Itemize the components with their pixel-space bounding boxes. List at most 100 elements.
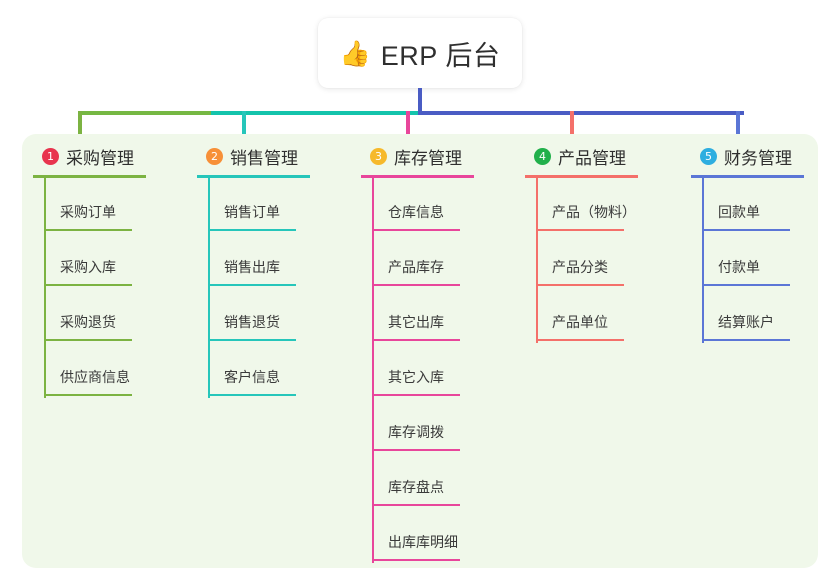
list-item[interactable]: 客户信息 <box>197 343 310 398</box>
list-item[interactable]: 库存盘点 <box>361 453 474 508</box>
branch-spine-connector <box>536 178 538 343</box>
list-item-label: 采购入库 <box>60 259 116 275</box>
bus-segment-right <box>418 111 744 115</box>
list-item-underline <box>372 449 460 451</box>
list-item[interactable]: 产品库存 <box>361 233 474 288</box>
list-item[interactable]: 回款单 <box>691 178 804 233</box>
list-item-underline <box>44 229 132 231</box>
list-item-label: 产品分类 <box>552 259 608 275</box>
list-item-label: 结算账户 <box>718 314 774 330</box>
bus-segment-left <box>78 111 213 115</box>
list-item-underline <box>208 339 296 341</box>
list-item-underline <box>536 339 624 341</box>
branch-spine-connector <box>44 178 46 398</box>
branch-underline <box>197 175 310 178</box>
list-item[interactable]: 销售订单 <box>197 178 310 233</box>
list-item[interactable]: 销售出库 <box>197 233 310 288</box>
list-item[interactable]: 仓库信息 <box>361 178 474 233</box>
list-item-label: 客户信息 <box>224 369 280 385</box>
branch-drop-connector <box>78 111 82 143</box>
branch-item-list: 销售订单销售出库销售退货客户信息 <box>197 178 310 398</box>
list-item-underline <box>208 229 296 231</box>
list-item-label: 采购订单 <box>60 204 116 220</box>
list-item-label: 产品（物料） <box>552 204 636 220</box>
list-item[interactable]: 采购入库 <box>33 233 146 288</box>
list-item-underline <box>44 284 132 286</box>
branch-title: 销售管理 <box>230 148 298 168</box>
list-item[interactable]: 销售退货 <box>197 288 310 343</box>
branch-header-4[interactable]: 4 产品管理 <box>525 143 638 169</box>
list-item-label: 库存调拨 <box>388 424 444 440</box>
list-item-underline <box>372 394 460 396</box>
list-item[interactable]: 供应商信息 <box>33 343 146 398</box>
branch-spine-connector <box>702 178 704 343</box>
list-item[interactable]: 付款单 <box>691 233 804 288</box>
branch-spine-connector <box>372 178 374 563</box>
branch-title: 产品管理 <box>558 148 626 168</box>
list-item-underline <box>44 339 132 341</box>
bus-segment-middle <box>211 111 420 115</box>
list-item-label: 付款单 <box>718 259 760 275</box>
list-item[interactable]: 产品分类 <box>525 233 638 288</box>
list-item-underline <box>702 339 790 341</box>
branch-column-3: 3 库存管理仓库信息产品库存其它出库其它入库库存调拨库存盘点出库库明细 <box>361 143 474 563</box>
list-item[interactable]: 产品单位 <box>525 288 638 343</box>
list-item-label: 回款单 <box>718 204 760 220</box>
list-item-label: 销售订单 <box>224 204 280 220</box>
list-item-underline <box>702 284 790 286</box>
list-item-label: 其它出库 <box>388 314 444 330</box>
list-item-label: 供应商信息 <box>60 369 130 385</box>
branch-number-badge: 1 <box>42 147 59 165</box>
list-item[interactable]: 其它入库 <box>361 343 474 398</box>
branch-title: 库存管理 <box>394 148 462 168</box>
diagram-panel <box>22 134 818 568</box>
branch-number-badge: 4 <box>534 147 551 165</box>
list-item-underline <box>372 284 460 286</box>
list-item[interactable]: 采购订单 <box>33 178 146 233</box>
list-item[interactable]: 采购退货 <box>33 288 146 343</box>
list-item-label: 销售退货 <box>224 314 280 330</box>
root-stem-connector <box>418 88 422 113</box>
branch-drop-connector <box>406 111 410 143</box>
list-item-underline <box>372 559 460 561</box>
list-item[interactable]: 出库库明细 <box>361 508 474 563</box>
list-item-underline <box>208 284 296 286</box>
branch-number-badge: 3 <box>370 147 387 165</box>
list-item-label: 其它入库 <box>388 369 444 385</box>
branch-drop-connector <box>570 111 574 143</box>
list-item-underline <box>372 504 460 506</box>
list-item-label: 库存盘点 <box>388 479 444 495</box>
branch-column-5: 5 财务管理回款单付款单结算账户 <box>691 143 804 343</box>
branch-column-4: 4 产品管理产品（物料） 产品分类产品单位 <box>525 143 638 343</box>
branch-header-3[interactable]: 3 库存管理 <box>361 143 474 169</box>
root-node[interactable]: 👍 ERP 后台 <box>318 18 522 88</box>
list-item-underline <box>536 284 624 286</box>
list-item[interactable]: 产品（物料） <box>525 178 638 233</box>
branch-underline <box>361 175 474 178</box>
branch-drop-connector <box>736 111 740 143</box>
list-item-underline <box>372 229 460 231</box>
branch-underline <box>691 175 804 178</box>
branch-header-5[interactable]: 5 财务管理 <box>691 143 804 169</box>
list-item[interactable]: 其它出库 <box>361 288 474 343</box>
list-item-underline <box>208 394 296 396</box>
list-item[interactable]: 结算账户 <box>691 288 804 343</box>
branch-number-badge: 5 <box>700 147 717 165</box>
list-item[interactable]: 库存调拨 <box>361 398 474 453</box>
branch-title: 财务管理 <box>724 148 792 168</box>
list-item-label: 采购退货 <box>60 314 116 330</box>
list-item-underline <box>372 339 460 341</box>
list-item-label: 仓库信息 <box>388 204 444 220</box>
list-item-underline <box>536 229 624 231</box>
list-item-label: 产品库存 <box>388 259 444 275</box>
root-title: ERP 后台 <box>380 40 501 71</box>
list-item-label: 销售出库 <box>224 259 280 275</box>
branch-drop-connector <box>242 111 246 143</box>
list-item-underline <box>702 229 790 231</box>
branch-underline <box>33 175 146 178</box>
branch-spine-connector <box>208 178 210 398</box>
